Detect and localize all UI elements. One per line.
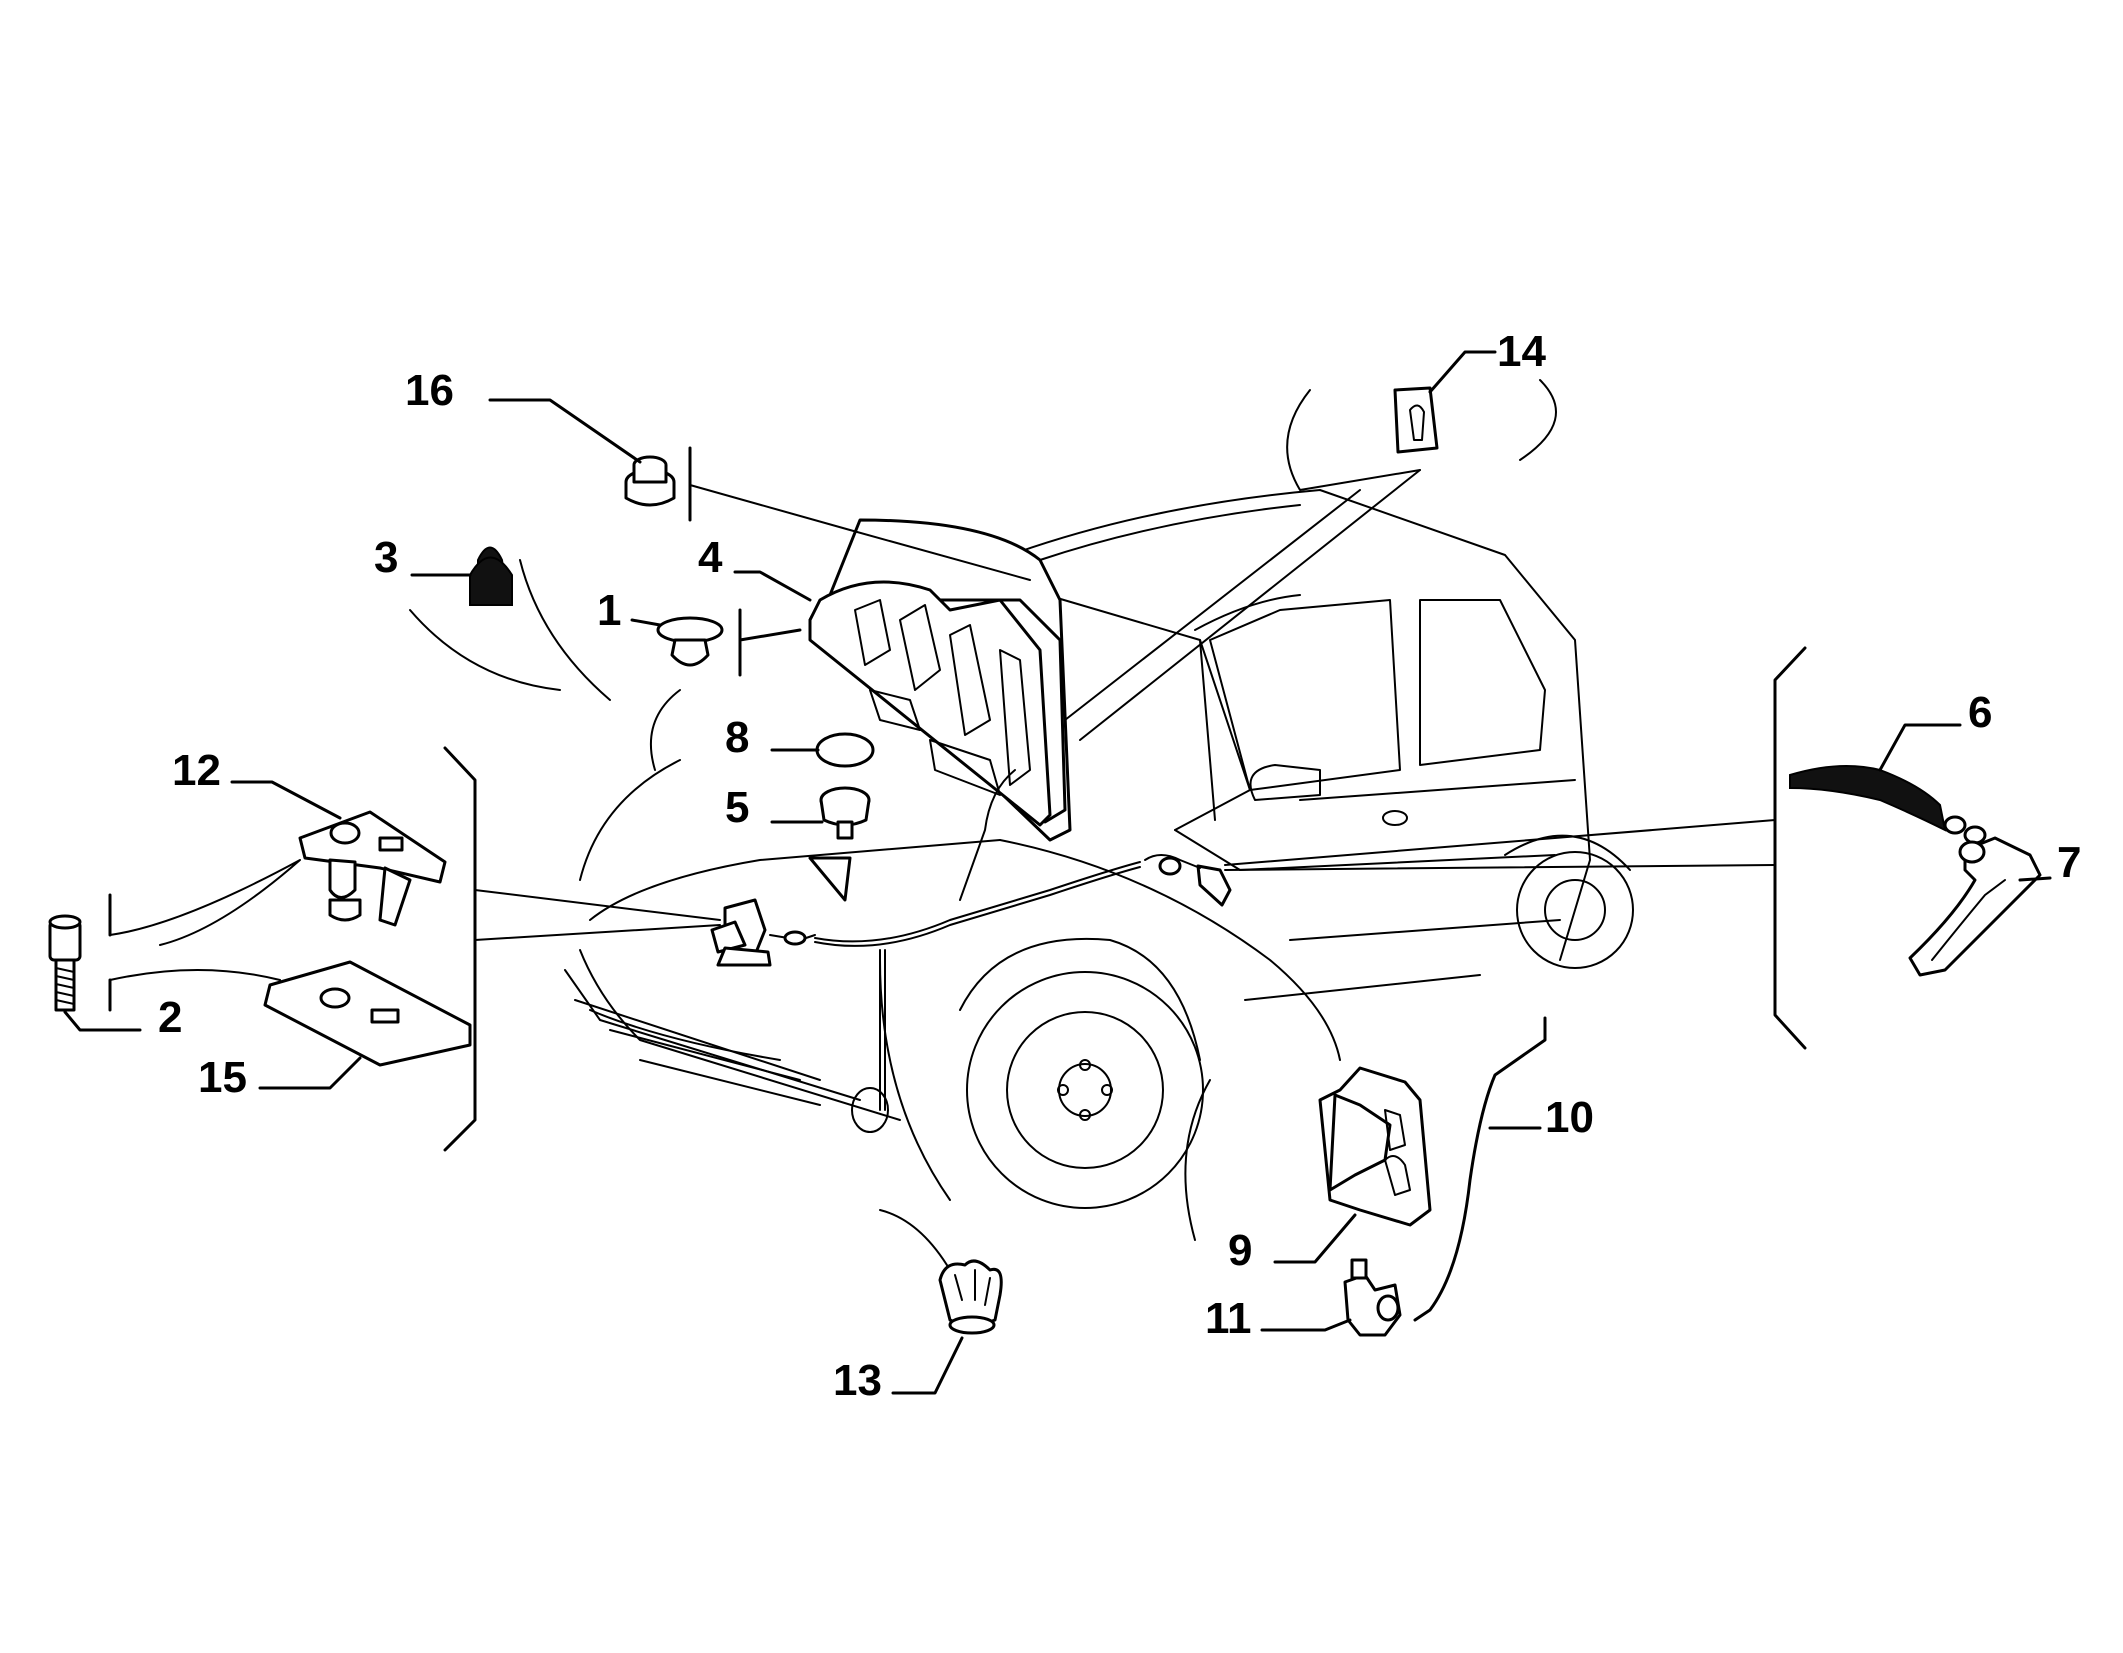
callout-10: 10 [1545, 1093, 1594, 1142]
cable-down-leader [879, 949, 886, 1111]
grommet-part-3 [469, 546, 513, 606]
callout-2: 2 [158, 993, 182, 1042]
cover-part-9 [1318, 1066, 1432, 1227]
hood-guide-line-2 [1064, 489, 1361, 721]
callout-8: 8 [725, 713, 749, 762]
callout-7: 7 [2057, 838, 2081, 887]
leader-1 [630, 618, 662, 627]
callout-12: 12 [172, 746, 221, 795]
callout-3: 3 [374, 533, 398, 582]
left-bracket [443, 746, 477, 1152]
leader-16 [488, 398, 642, 464]
plug-part-5 [819, 786, 871, 840]
right-bracket [1773, 646, 1807, 1050]
hood-guide-line [689, 484, 1031, 581]
callout-16: 16 [405, 366, 454, 415]
sleeve-part-6 [1789, 765, 1947, 832]
callout-4: 4 [698, 533, 723, 582]
rod-part-10 [1413, 1016, 1547, 1322]
hood-panel [808, 518, 1072, 901]
callout-1: 1 [597, 586, 621, 635]
clip-part-13 [938, 1259, 1003, 1335]
pointer-5 [808, 856, 852, 902]
leader-6 [1878, 723, 1962, 772]
callout-5: 5 [725, 783, 749, 832]
leader-15 [258, 1056, 362, 1090]
release-cable [814, 861, 1141, 943]
cap-part-8 [815, 732, 875, 768]
bracket-1 [738, 608, 802, 677]
clip-part-1 [656, 616, 724, 667]
callout-15: 15 [198, 1053, 247, 1102]
car-outline [564, 489, 1634, 1209]
right-leader-line [1224, 819, 1776, 866]
rubber-bumper-part-16 [624, 455, 676, 507]
callout-14: 14 [1497, 327, 1546, 376]
leader-12 [230, 780, 342, 820]
callout-6: 6 [1968, 688, 1992, 737]
callout-9: 9 [1228, 1226, 1252, 1275]
striker-part-12 [298, 810, 447, 927]
cable-junction [1144, 854, 1232, 907]
callout-13: 13 [833, 1356, 882, 1405]
striker-plate-link [109, 859, 301, 981]
callout-11: 11 [1205, 1294, 1252, 1343]
hood-latch-assembly [710, 898, 816, 967]
cable-connector [1943, 815, 1987, 845]
leader-14 [1428, 350, 1497, 394]
right-leader-line-2 [1224, 864, 1776, 871]
hood-guide-line-3 [1079, 469, 1421, 741]
leader-2 [63, 1010, 142, 1032]
leader-7 [2018, 876, 2052, 882]
guide-part-11 [1343, 1258, 1402, 1337]
leader-11 [1260, 1318, 1352, 1332]
callout-labels: 1 2 3 4 5 6 7 8 9 10 11 12 13 14 15 16 [158, 327, 2081, 1405]
left-leader-line-2 [474, 924, 721, 941]
plate-part-15 [263, 960, 472, 1067]
leader-9 [1273, 1213, 1357, 1264]
leader-13 [891, 1336, 964, 1395]
detail-arcs [409, 379, 1557, 1271]
left-leader-line [474, 889, 721, 921]
retainer-clip-part-14 [1393, 386, 1439, 454]
release-handle-part-7 [1908, 836, 2042, 977]
leader-4 [733, 570, 812, 602]
bolt-part-2 [48, 914, 82, 1012]
release-cable-2 [814, 866, 1141, 947]
